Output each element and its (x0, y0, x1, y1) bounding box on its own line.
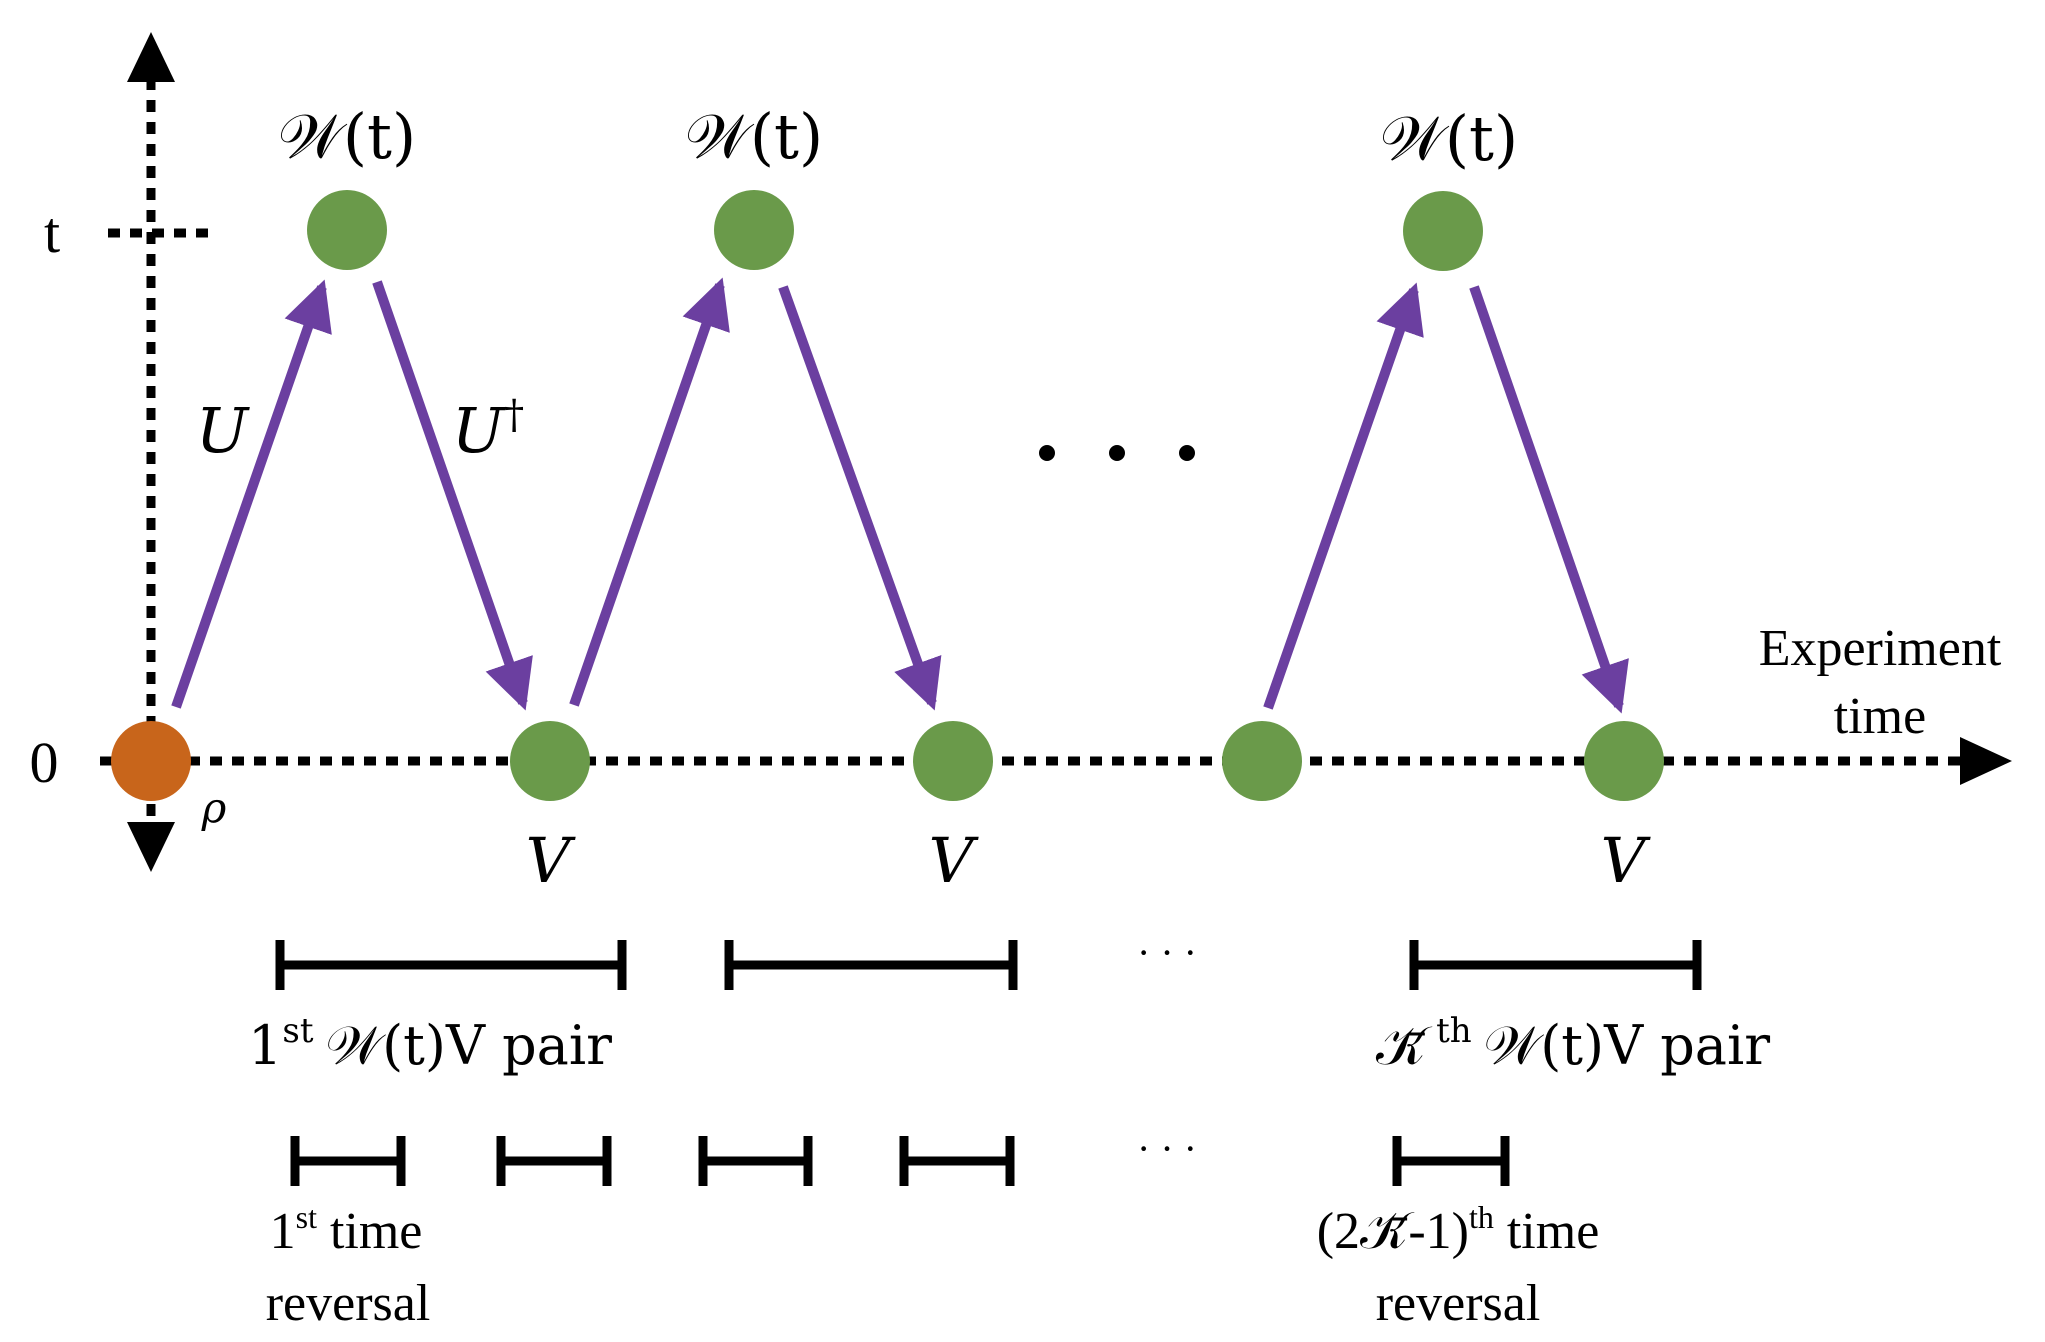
rho-label: ρ (201, 783, 227, 832)
u-dagger-label: U† (452, 392, 524, 467)
w-label: 𝒲(t) (685, 100, 823, 173)
first-reversal-label-line2: reversal (266, 1275, 431, 1332)
last-pair-sup: th (1436, 1011, 1472, 1051)
v-node (913, 721, 993, 801)
top-nodes (307, 190, 1483, 271)
initial-state-node (111, 721, 191, 801)
reversal-bracket-last (1392, 1136, 1510, 1186)
v-label: V (526, 824, 577, 897)
backward-arrow-1 (372, 280, 533, 711)
v-label: V (1601, 824, 1652, 897)
y-tick-zero: 0 (30, 730, 59, 795)
backward-arrow-3 (1469, 285, 1629, 714)
u-label: U (196, 394, 250, 467)
first-reversal-label-line1: 1st time (270, 1199, 423, 1260)
first-pair-ordinal: 1 (248, 1014, 282, 1077)
x-axis-label-time: time (1834, 688, 1926, 745)
pair-bracket-1 (275, 940, 627, 990)
first-pair-label: 1st 𝒲(t)V pair (248, 1011, 612, 1077)
pair-brackets (275, 940, 1702, 990)
last-reversal-label-line1: (2𝒦̄-1)th time (1317, 1199, 1600, 1260)
arrow-right-icon (1960, 737, 2012, 785)
arrow-down-icon (127, 822, 175, 872)
u-dagger-base: U (452, 394, 506, 467)
last-reversal-text: time (1494, 1203, 1599, 1260)
experiment-time-axis (100, 737, 2012, 785)
pair-ellipsis: · · · (1137, 930, 1197, 975)
dagger-sup: † (504, 392, 524, 438)
w-node (1403, 191, 1483, 271)
v-label: V (929, 824, 980, 897)
forward-arrow-1 (171, 279, 332, 709)
y-tick-t: t (44, 200, 60, 265)
last-pair-text: 𝒲(t)V pair (1484, 1014, 1771, 1077)
ellipsis-dots (1039, 445, 1195, 461)
reversal-bracket (290, 1136, 406, 1186)
last-reversal-sup: th (1469, 1199, 1494, 1235)
last-reversal-ordinal: (2𝒦̄-1) (1317, 1203, 1469, 1260)
reversal-ellipsis: · · · (1137, 1126, 1197, 1171)
w-node (714, 190, 794, 270)
x-axis-label-experiment: Experiment (1759, 620, 2002, 677)
time-axis-vertical (127, 32, 175, 872)
v-node (1584, 721, 1664, 801)
first-pair-sup: st (282, 1011, 313, 1051)
v-node (510, 721, 590, 801)
first-reversal-ordinal: 1 (270, 1203, 296, 1260)
forward-arrow-3 (1263, 282, 1424, 710)
first-reversal-text: time (317, 1203, 422, 1260)
bottom-nodes (510, 721, 1664, 801)
reversal-brackets (290, 1136, 1510, 1186)
last-pair-label: 𝒦̄th 𝒲(t)V pair (1376, 1011, 1770, 1077)
reversal-bracket (899, 1136, 1015, 1186)
backward-arrow-2 (778, 285, 942, 711)
last-reversal-label-line2: reversal (1376, 1275, 1541, 1332)
first-reversal-sup: st (296, 1199, 317, 1235)
arrow-up-icon (127, 32, 175, 82)
pair-bracket-2 (724, 940, 1018, 990)
w-label: 𝒲(t) (1380, 102, 1518, 175)
evolution-arrows (171, 277, 1629, 714)
last-pair-ordinal: 𝒦̄ (1376, 1014, 1433, 1077)
v-node (1222, 721, 1302, 801)
forward-arrow-2 (569, 277, 730, 707)
w-node (307, 190, 387, 270)
w-label: 𝒲(t) (278, 100, 416, 173)
pair-bracket-last (1409, 940, 1702, 990)
reversal-bracket (698, 1136, 813, 1186)
reversal-bracket (496, 1136, 612, 1186)
first-pair-text: 𝒲(t)V pair (326, 1014, 613, 1077)
